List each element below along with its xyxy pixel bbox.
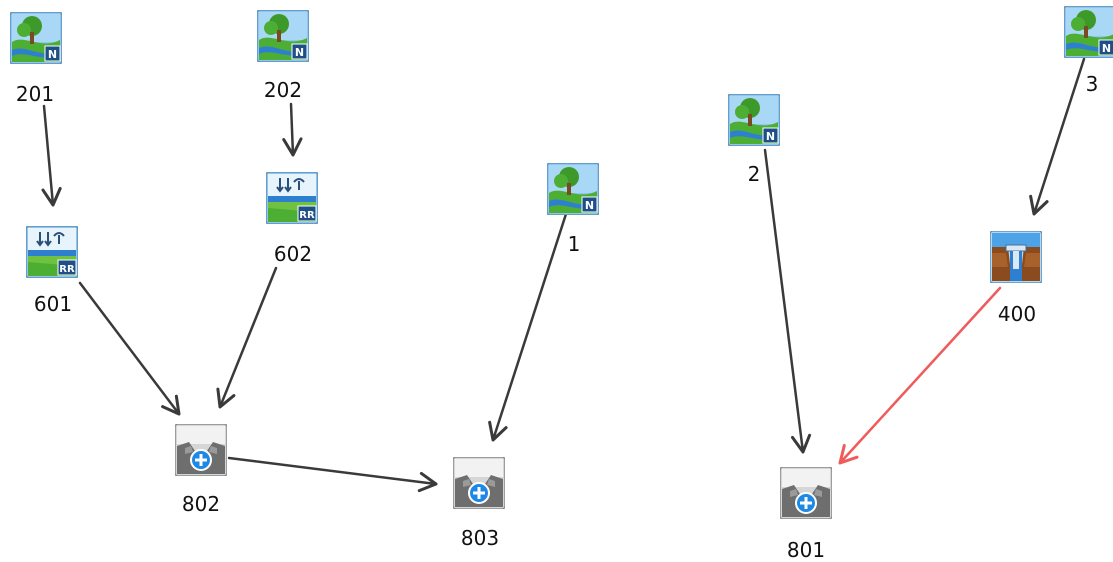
arrowhead-icon — [488, 420, 508, 442]
node-label: 400 — [997, 302, 1037, 326]
node-label: 202 — [263, 78, 303, 102]
node-label: 803 — [460, 526, 500, 550]
edge-201-to-601[interactable] — [41, 104, 62, 207]
edge-1-to-803[interactable] — [488, 212, 568, 442]
arrowhead-icon — [417, 471, 438, 493]
node-label: 2 — [747, 162, 761, 186]
arrowhead-icon — [41, 186, 62, 207]
edge-2-to-801[interactable] — [763, 148, 812, 454]
edge-202-to-602[interactable] — [282, 102, 303, 157]
catchment-icon[interactable] — [10, 12, 62, 64]
node-label: 201 — [15, 82, 55, 106]
edge-602-to-802[interactable] — [216, 266, 278, 409]
node-label: 601 — [33, 292, 73, 316]
catchment-icon[interactable] — [547, 163, 599, 215]
node-label: 802 — [181, 492, 221, 516]
arrowhead-icon — [216, 387, 236, 409]
catchment-icon[interactable] — [1064, 6, 1113, 58]
node-label: 801 — [786, 538, 826, 562]
node-label: 602 — [273, 242, 313, 266]
runoff-routing-icon[interactable] — [266, 172, 318, 224]
junction-icon[interactable] — [453, 457, 505, 509]
arrowhead-icon — [838, 444, 859, 465]
arrowhead-icon — [790, 433, 812, 454]
catchment-icon[interactable] — [257, 10, 309, 62]
junction-icon[interactable] — [175, 424, 227, 476]
edge-802-to-803[interactable] — [227, 456, 438, 493]
arrowhead-icon — [1029, 194, 1049, 216]
node-label: 3 — [1085, 72, 1099, 96]
arrowhead-icon — [161, 394, 181, 416]
runoff-routing-icon[interactable] — [26, 226, 78, 278]
edge-3-to-400[interactable] — [1029, 57, 1086, 216]
catchment-icon[interactable] — [728, 94, 780, 146]
junction-icon[interactable] — [780, 467, 832, 519]
node-label: 1 — [567, 232, 581, 256]
edge-400-to-801[interactable] — [838, 286, 1002, 465]
edge-601-to-802[interactable] — [78, 281, 181, 416]
arrowhead-icon — [282, 137, 303, 157]
reservoir-icon[interactable] — [990, 231, 1042, 283]
